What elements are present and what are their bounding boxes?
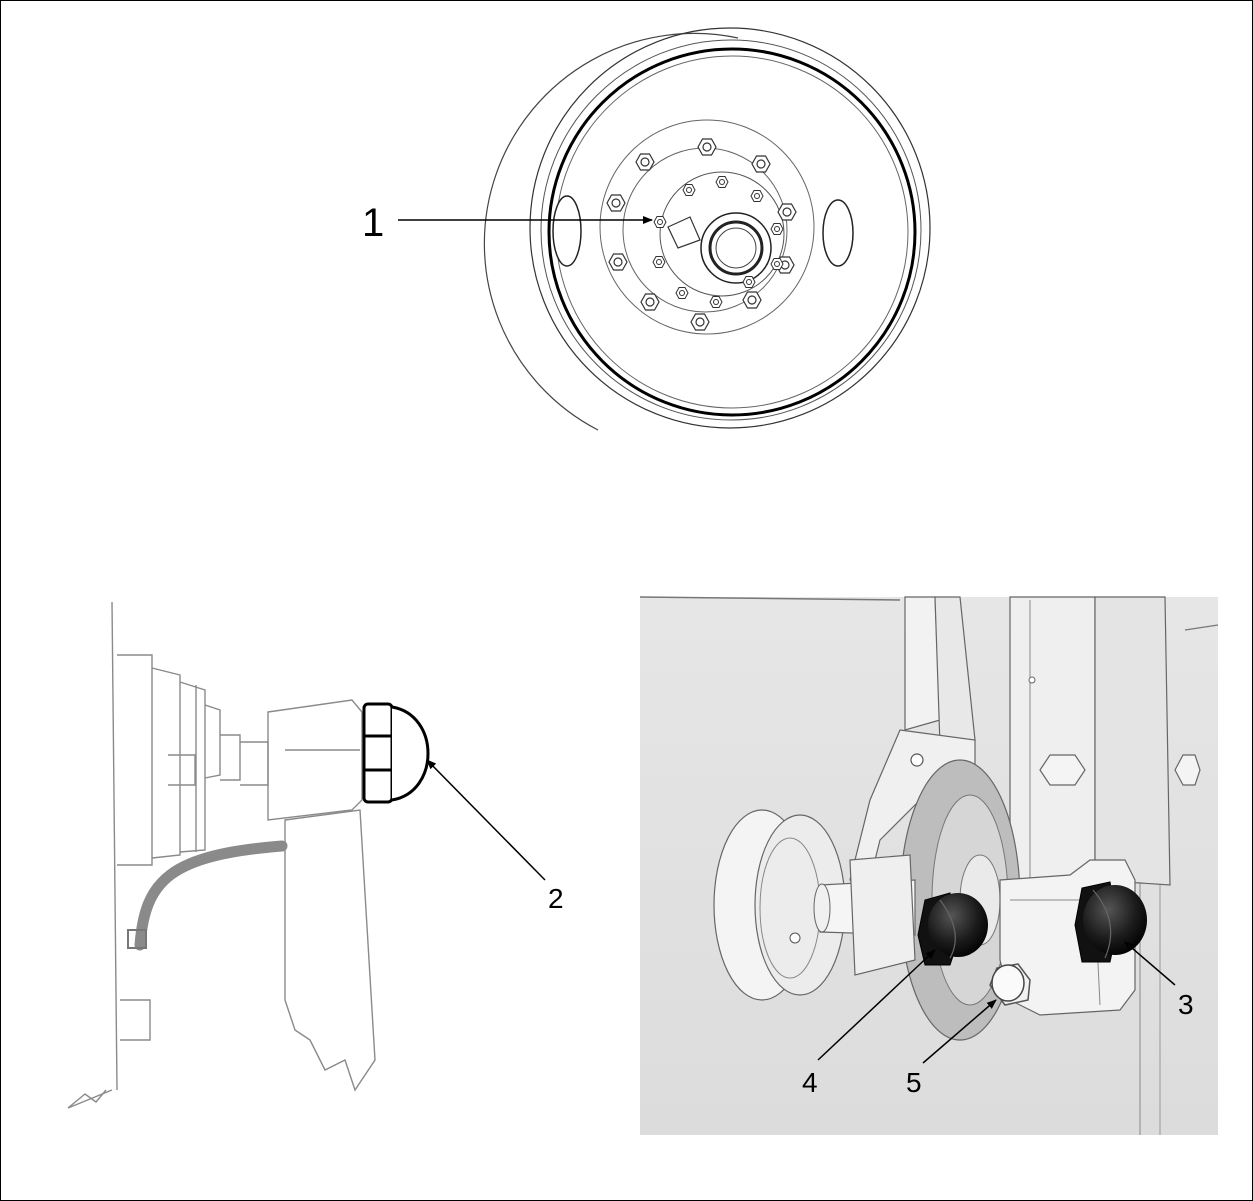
callout-5-leader: [922, 999, 997, 1064]
bolt-part-5: [989, 963, 1031, 1006]
knob-part-4: [917, 892, 988, 966]
callout-1-label: 1: [362, 201, 384, 245]
callout-4-label: 4: [802, 1067, 818, 1098]
callout-2-label: 2: [548, 883, 564, 914]
wheel-front-view: [483, 27, 931, 431]
callout-3-leader: [1124, 941, 1176, 986]
callout-5-label: 5: [906, 1067, 922, 1098]
knob-part-3: [1074, 881, 1147, 963]
cable: [134, 840, 288, 951]
acorn-nut-part-2: [362, 702, 430, 804]
callout-2-leader: [426, 759, 546, 881]
callout-4-leader: [817, 949, 936, 1061]
hub-side-view: [67, 601, 376, 1109]
callout-3-label: 3: [1178, 989, 1194, 1020]
render-panel: [639, 596, 1219, 1135]
cable-connector: [127, 929, 147, 949]
